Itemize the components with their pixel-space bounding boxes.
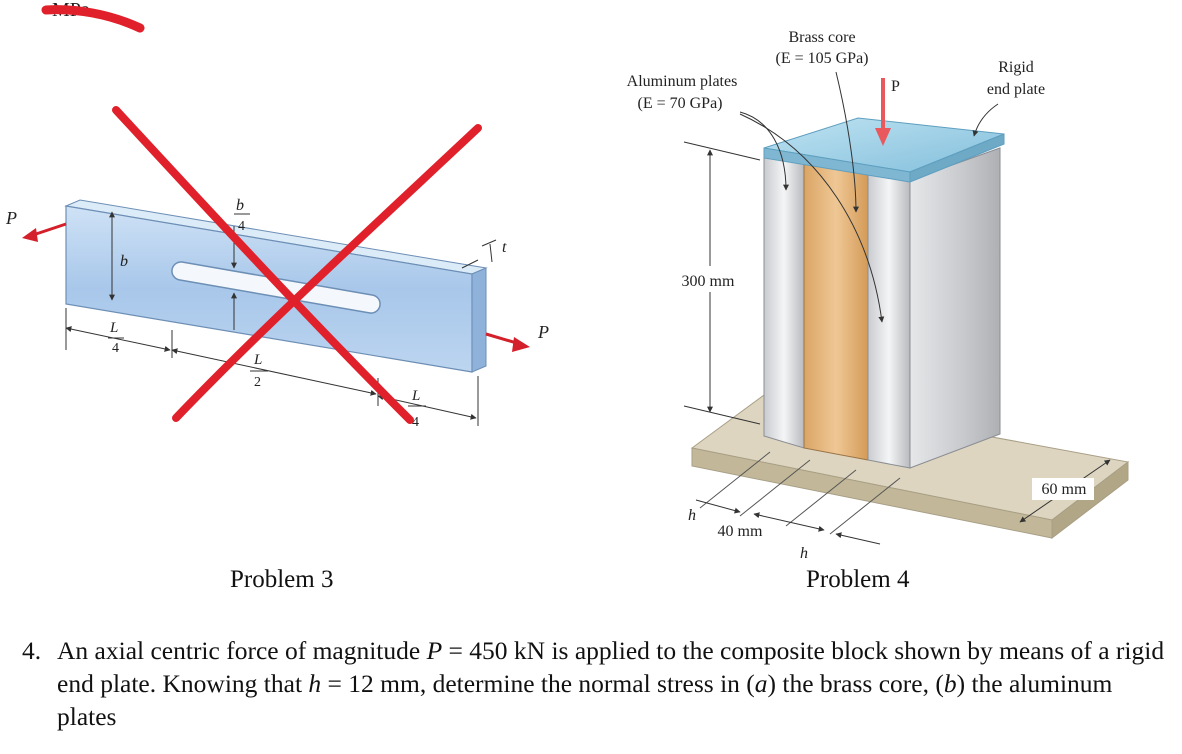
red-x-stroke-1: [112, 106, 414, 424]
red-x-stroke-2: [172, 124, 482, 422]
problem3-caption: Problem 3: [230, 566, 334, 593]
problem-body: An axial centric force of magnitude P = …: [57, 634, 1172, 733]
problem4-caption: Problem 4: [806, 566, 910, 593]
top-scribble: MPa: [41, 0, 145, 33]
p3-label-two: 2: [254, 375, 261, 390]
problem4-figure: P Brass core (E = 105 GPa) Aluminum plat…: [627, 29, 1130, 562]
problem-var-a: a: [754, 669, 768, 698]
p4-label-alum-line2: (E = 70 GPa): [637, 95, 722, 112]
figure-canvas: MPa P P b b 4 t: [5, 0, 1130, 562]
p4-label-brass-line2: (E = 105 GPa): [775, 50, 868, 67]
p4-label-rigid-line1: Rigid: [998, 59, 1034, 76]
problem-statement: 4. An axial centric force of magnitude P…: [22, 634, 1172, 733]
p3-label-b-over-4-four: 4: [238, 219, 245, 234]
p4-label-alum-line1: Aluminum plates: [627, 73, 738, 90]
p3-label-four-third: 4: [412, 415, 419, 430]
p4-label-h-right: h: [800, 545, 808, 562]
p4-label-brass-line1: Brass core: [788, 29, 855, 46]
problem-var-b: b: [943, 669, 957, 698]
problem-number: 4.: [22, 636, 42, 665]
problem-var-P: P: [426, 636, 443, 665]
p3-label-P-right: P: [537, 322, 549, 342]
problem-text-part2: = 450 kN is applied to the composite blo…: [57, 636, 1165, 698]
p4-label-width: 40 mm: [718, 523, 763, 540]
p3-label-four-first: 4: [112, 341, 119, 356]
p4-label-height: 300 mm: [682, 273, 735, 290]
problem-text-part1: An axial centric force of magnitude: [57, 636, 427, 665]
p3-label-L-third: L: [411, 388, 420, 404]
p4-label-rigid-line2: end plate: [987, 81, 1045, 98]
p4-label-P: P: [891, 78, 900, 95]
problem-text-part3: = 12 mm, determine the normal stress in …: [321, 669, 755, 698]
p3-label-b-over-4-b: b: [236, 197, 244, 214]
p3-label-L-second: L: [253, 352, 262, 368]
p3-label-b: b: [120, 253, 128, 270]
problem3-figure: P P b b 4 t L 4 L 2 L 4: [5, 106, 549, 430]
p4-label-h-left: h: [688, 507, 696, 524]
problem-text-part4: ) the brass core, (: [767, 669, 944, 698]
p3-label-L-first: L: [109, 320, 118, 336]
p4-label-depth: 60 mm: [1042, 481, 1087, 498]
p3-label-P-left: P: [5, 208, 17, 228]
problem-text-part5: ) the aluminum plates: [57, 669, 1113, 731]
problem-var-h: h: [308, 669, 322, 698]
p3-label-t: t: [502, 239, 507, 256]
